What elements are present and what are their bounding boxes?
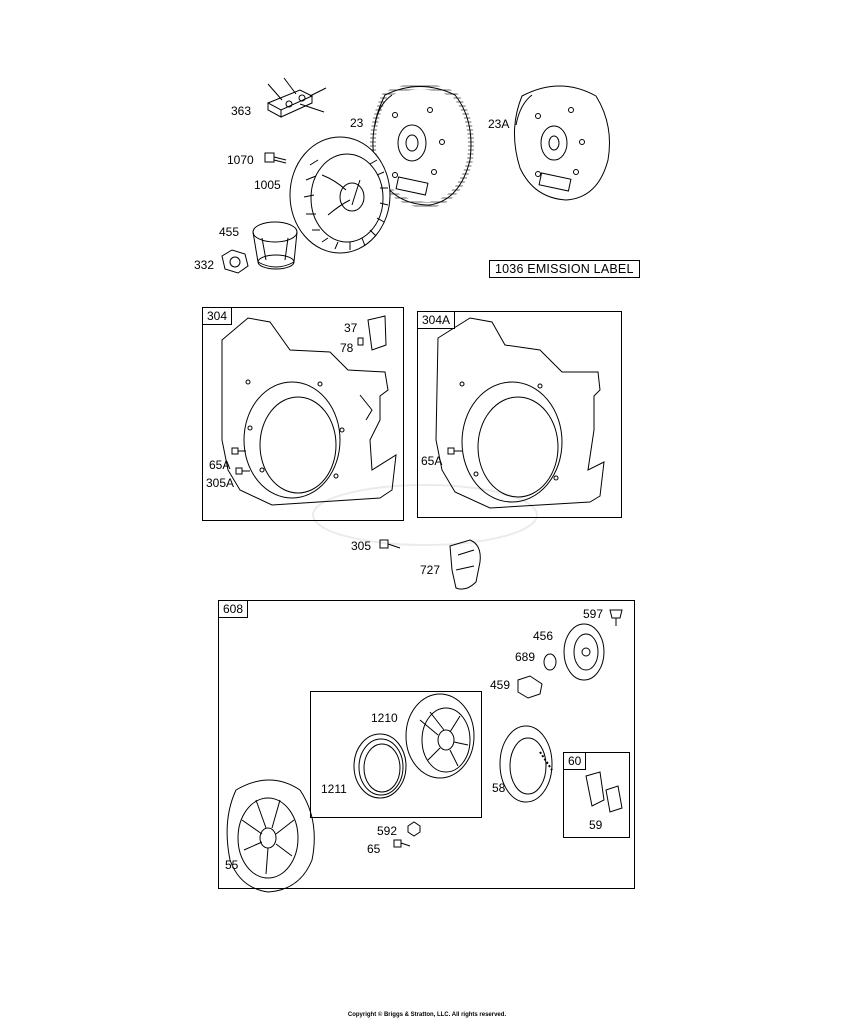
- part-727-guard: [449, 539, 481, 590]
- label-1070: 1070: [227, 153, 254, 167]
- part-455-cup: [252, 221, 298, 270]
- part-65-screw: [393, 839, 411, 848]
- part-363-bracket: [266, 77, 327, 118]
- label-332: 332: [194, 258, 215, 272]
- group-304-box: [202, 307, 404, 521]
- label-55: 55: [225, 858, 239, 872]
- part-592-nut: [407, 821, 421, 837]
- part-597-screw: [609, 609, 623, 626]
- label-363: 363: [231, 104, 252, 118]
- label-597: 597: [583, 607, 604, 621]
- emission-label: 1036 EMISSION LABEL: [489, 260, 640, 278]
- label-689: 689: [515, 650, 536, 664]
- part-58-rope: [499, 725, 553, 803]
- label-23: 23: [350, 116, 364, 130]
- group-304-tag: 304: [202, 307, 233, 325]
- label-65a-left: 65A: [209, 458, 231, 472]
- part-456-retainer: [563, 623, 605, 681]
- label-459: 459: [490, 678, 511, 692]
- label-1211: 1211: [321, 782, 347, 796]
- part-459-dog: [517, 675, 543, 699]
- label-1005: 1005: [254, 178, 281, 192]
- part-1210-pulley: [405, 693, 475, 779]
- part-55-starter-housing: [226, 779, 315, 893]
- label-455: 455: [219, 225, 240, 239]
- group-60-box: [563, 752, 630, 838]
- label-65: 65: [367, 842, 381, 856]
- part-304a-blower-housing: [435, 317, 605, 509]
- label-456: 456: [533, 629, 554, 643]
- label-305a: 305A: [206, 476, 235, 490]
- part-332-nut: [221, 249, 249, 274]
- part-23-flywheel: [369, 83, 474, 209]
- group-304a-tag: 304A: [417, 311, 456, 329]
- copyright-text: Copyright © Briggs & Stratton, LLC. All …: [347, 1012, 507, 1018]
- part-689-ring: [543, 653, 557, 671]
- label-59: 59: [589, 818, 603, 832]
- label-1210: 1210: [371, 711, 398, 725]
- part-23a-flywheel: [513, 85, 610, 201]
- label-305: 305: [351, 539, 372, 553]
- part-1005-fan: [289, 136, 391, 254]
- label-58: 58: [492, 781, 506, 795]
- group-608-box: [218, 600, 635, 889]
- brand-watermark: [312, 484, 538, 546]
- inner-1210-box: [310, 691, 482, 818]
- label-592: 592: [377, 824, 398, 838]
- label-727: 727: [420, 563, 441, 577]
- group-304a-box: [417, 311, 622, 518]
- part-59-handle: [585, 771, 623, 813]
- part-305-screw: [379, 539, 401, 549]
- label-65a-right: 65A: [421, 454, 443, 468]
- part-1211-spring: [353, 733, 407, 799]
- part-304-blower-housing: [221, 315, 397, 506]
- label-37: 37: [344, 321, 358, 335]
- label-23a: 23A: [488, 117, 510, 131]
- part-1070-screw: [264, 152, 287, 164]
- label-78: 78: [340, 341, 354, 355]
- group-60-tag: 60: [563, 752, 587, 770]
- group-608-tag: 608: [218, 600, 249, 618]
